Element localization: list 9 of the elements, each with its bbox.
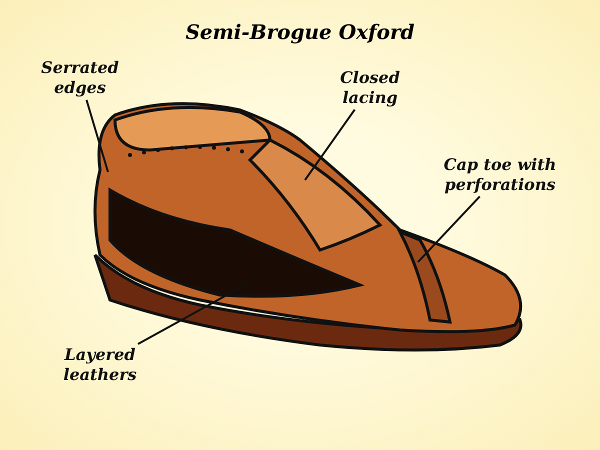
callout-label: Layered leathers bbox=[45, 345, 155, 385]
leader-line bbox=[417, 196, 480, 263]
callout-label: Closed lacing bbox=[325, 68, 415, 108]
leader-line bbox=[304, 109, 356, 181]
leader-line bbox=[138, 284, 246, 345]
callout-label: Cap toe with perforations bbox=[430, 155, 570, 195]
callout-label: Serrated edges bbox=[30, 58, 130, 98]
leader-line bbox=[86, 100, 109, 172]
diagram-title: Semi-Brogue Oxford bbox=[184, 20, 416, 44]
